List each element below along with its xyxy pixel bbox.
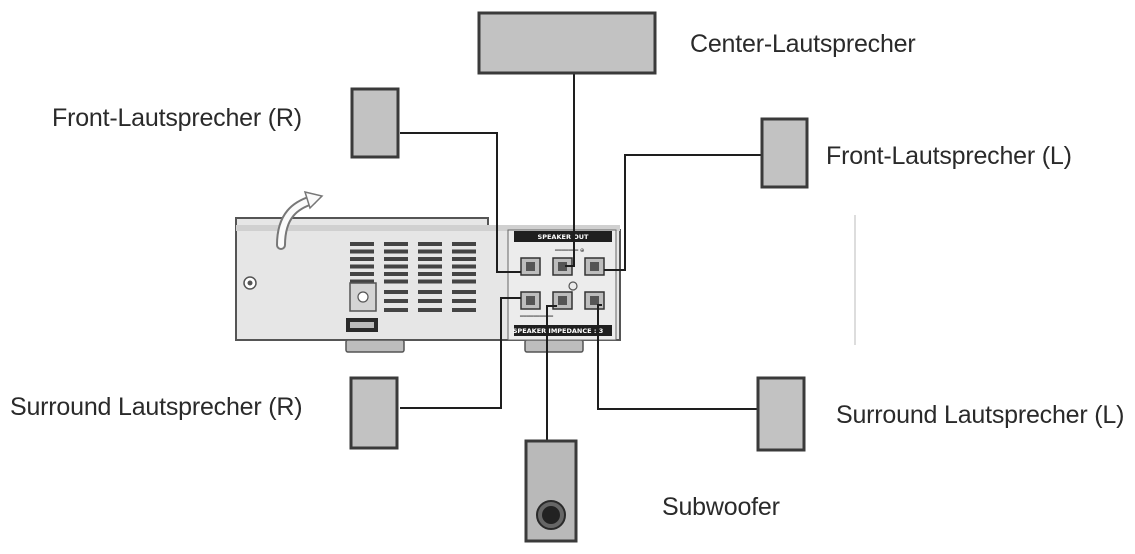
terminal-surround-r[interactable]	[520, 291, 541, 310]
wire-surround-l	[597, 304, 757, 410]
panel-area	[507, 229, 617, 341]
vent-slot	[452, 308, 476, 312]
surround-speaker-left	[756, 376, 806, 452]
vent-slot	[418, 257, 442, 261]
vent-slot	[452, 279, 476, 284]
surround-speaker-right	[349, 376, 399, 450]
wires	[400, 72, 761, 441]
label-surround-speaker-left: Surround Lautsprecher (L)	[836, 401, 1125, 429]
vent-slot	[384, 264, 408, 269]
vent-slot	[418, 290, 442, 294]
panel-screw-icon	[568, 281, 578, 291]
vent-slot	[418, 242, 442, 246]
vent-slot	[418, 299, 442, 303]
vent-slot	[384, 242, 408, 246]
wire-center	[565, 72, 575, 267]
terminal-subwoofer[interactable]	[552, 291, 573, 310]
unit-foot-left	[345, 339, 405, 353]
label-front-speaker-right: Front-Lautsprecher (R)	[52, 104, 302, 132]
vent-slot	[384, 272, 408, 276]
front-speaker-left	[760, 117, 809, 189]
center-speaker	[477, 11, 657, 75]
vent-slot	[452, 299, 476, 303]
subwoofer-speaker	[524, 439, 578, 543]
vent-slot	[350, 257, 374, 261]
vent-slot	[384, 299, 408, 303]
vent-slot	[384, 249, 408, 254]
vent-slot	[350, 272, 374, 276]
vent-slot	[418, 272, 442, 276]
vent-slot	[350, 264, 374, 269]
wire-subwoofer	[546, 305, 557, 441]
speaker-out-panel: SPEAKER OUT ━━━━━━━ ⊕ SPEAKER IMPEDANCE …	[507, 229, 617, 341]
label-subwoofer: Subwoofer	[662, 493, 780, 521]
vent-slot	[384, 290, 408, 294]
vent-slot	[418, 308, 442, 312]
wire-front-r	[400, 132, 521, 273]
unit-top-strip	[236, 225, 620, 231]
front-speaker-right	[350, 87, 400, 159]
vent-slot	[452, 272, 476, 276]
wire-front-l	[604, 154, 761, 271]
vent-slot	[452, 242, 476, 246]
vent-slot	[418, 279, 442, 284]
panel-top-legend: ━━━━━━━ ⊕	[554, 248, 585, 254]
terminal-surround-l[interactable]	[584, 291, 605, 310]
terminal-front-r[interactable]	[520, 257, 541, 276]
power-socket-hole	[357, 291, 369, 303]
vent-slot	[452, 290, 476, 294]
vent-slot	[452, 257, 476, 261]
vent-slot	[350, 242, 374, 246]
ventilation-grille	[350, 242, 476, 312]
vent-slot	[350, 249, 374, 254]
panel-header-text: SPEAKER OUT	[538, 233, 589, 241]
wire-surround-r	[400, 297, 521, 409]
label-front-speaker-left: Front-Lautsprecher (L)	[826, 142, 1072, 170]
panel-footer-text: SPEAKER IMPEDANCE : 3	[513, 327, 603, 335]
vent-slot	[384, 308, 408, 312]
rating-badge-mark	[350, 322, 374, 328]
vent-slot	[452, 249, 476, 254]
vent-slot	[350, 279, 374, 284]
vent-slot	[384, 279, 408, 284]
vent-slot	[418, 249, 442, 254]
terminal-front-l[interactable]	[584, 257, 605, 276]
subwoofer-driver-core	[542, 506, 560, 524]
label-surround-speaker-right: Surround Lautsprecher (R)	[10, 393, 303, 421]
panel-bottom-legend: ━━━━━━━━━━	[519, 314, 554, 320]
screw-center	[247, 280, 253, 286]
panel-footer-bar	[514, 325, 612, 336]
vent-slot	[452, 264, 476, 269]
vent-slot	[418, 264, 442, 269]
cable-arrow-icon	[303, 190, 324, 210]
unit-foot-right	[524, 339, 584, 353]
vent-slot	[384, 257, 408, 261]
panel-header-bar	[514, 231, 612, 242]
label-center-speaker: Center-Lautsprecher	[690, 30, 916, 58]
